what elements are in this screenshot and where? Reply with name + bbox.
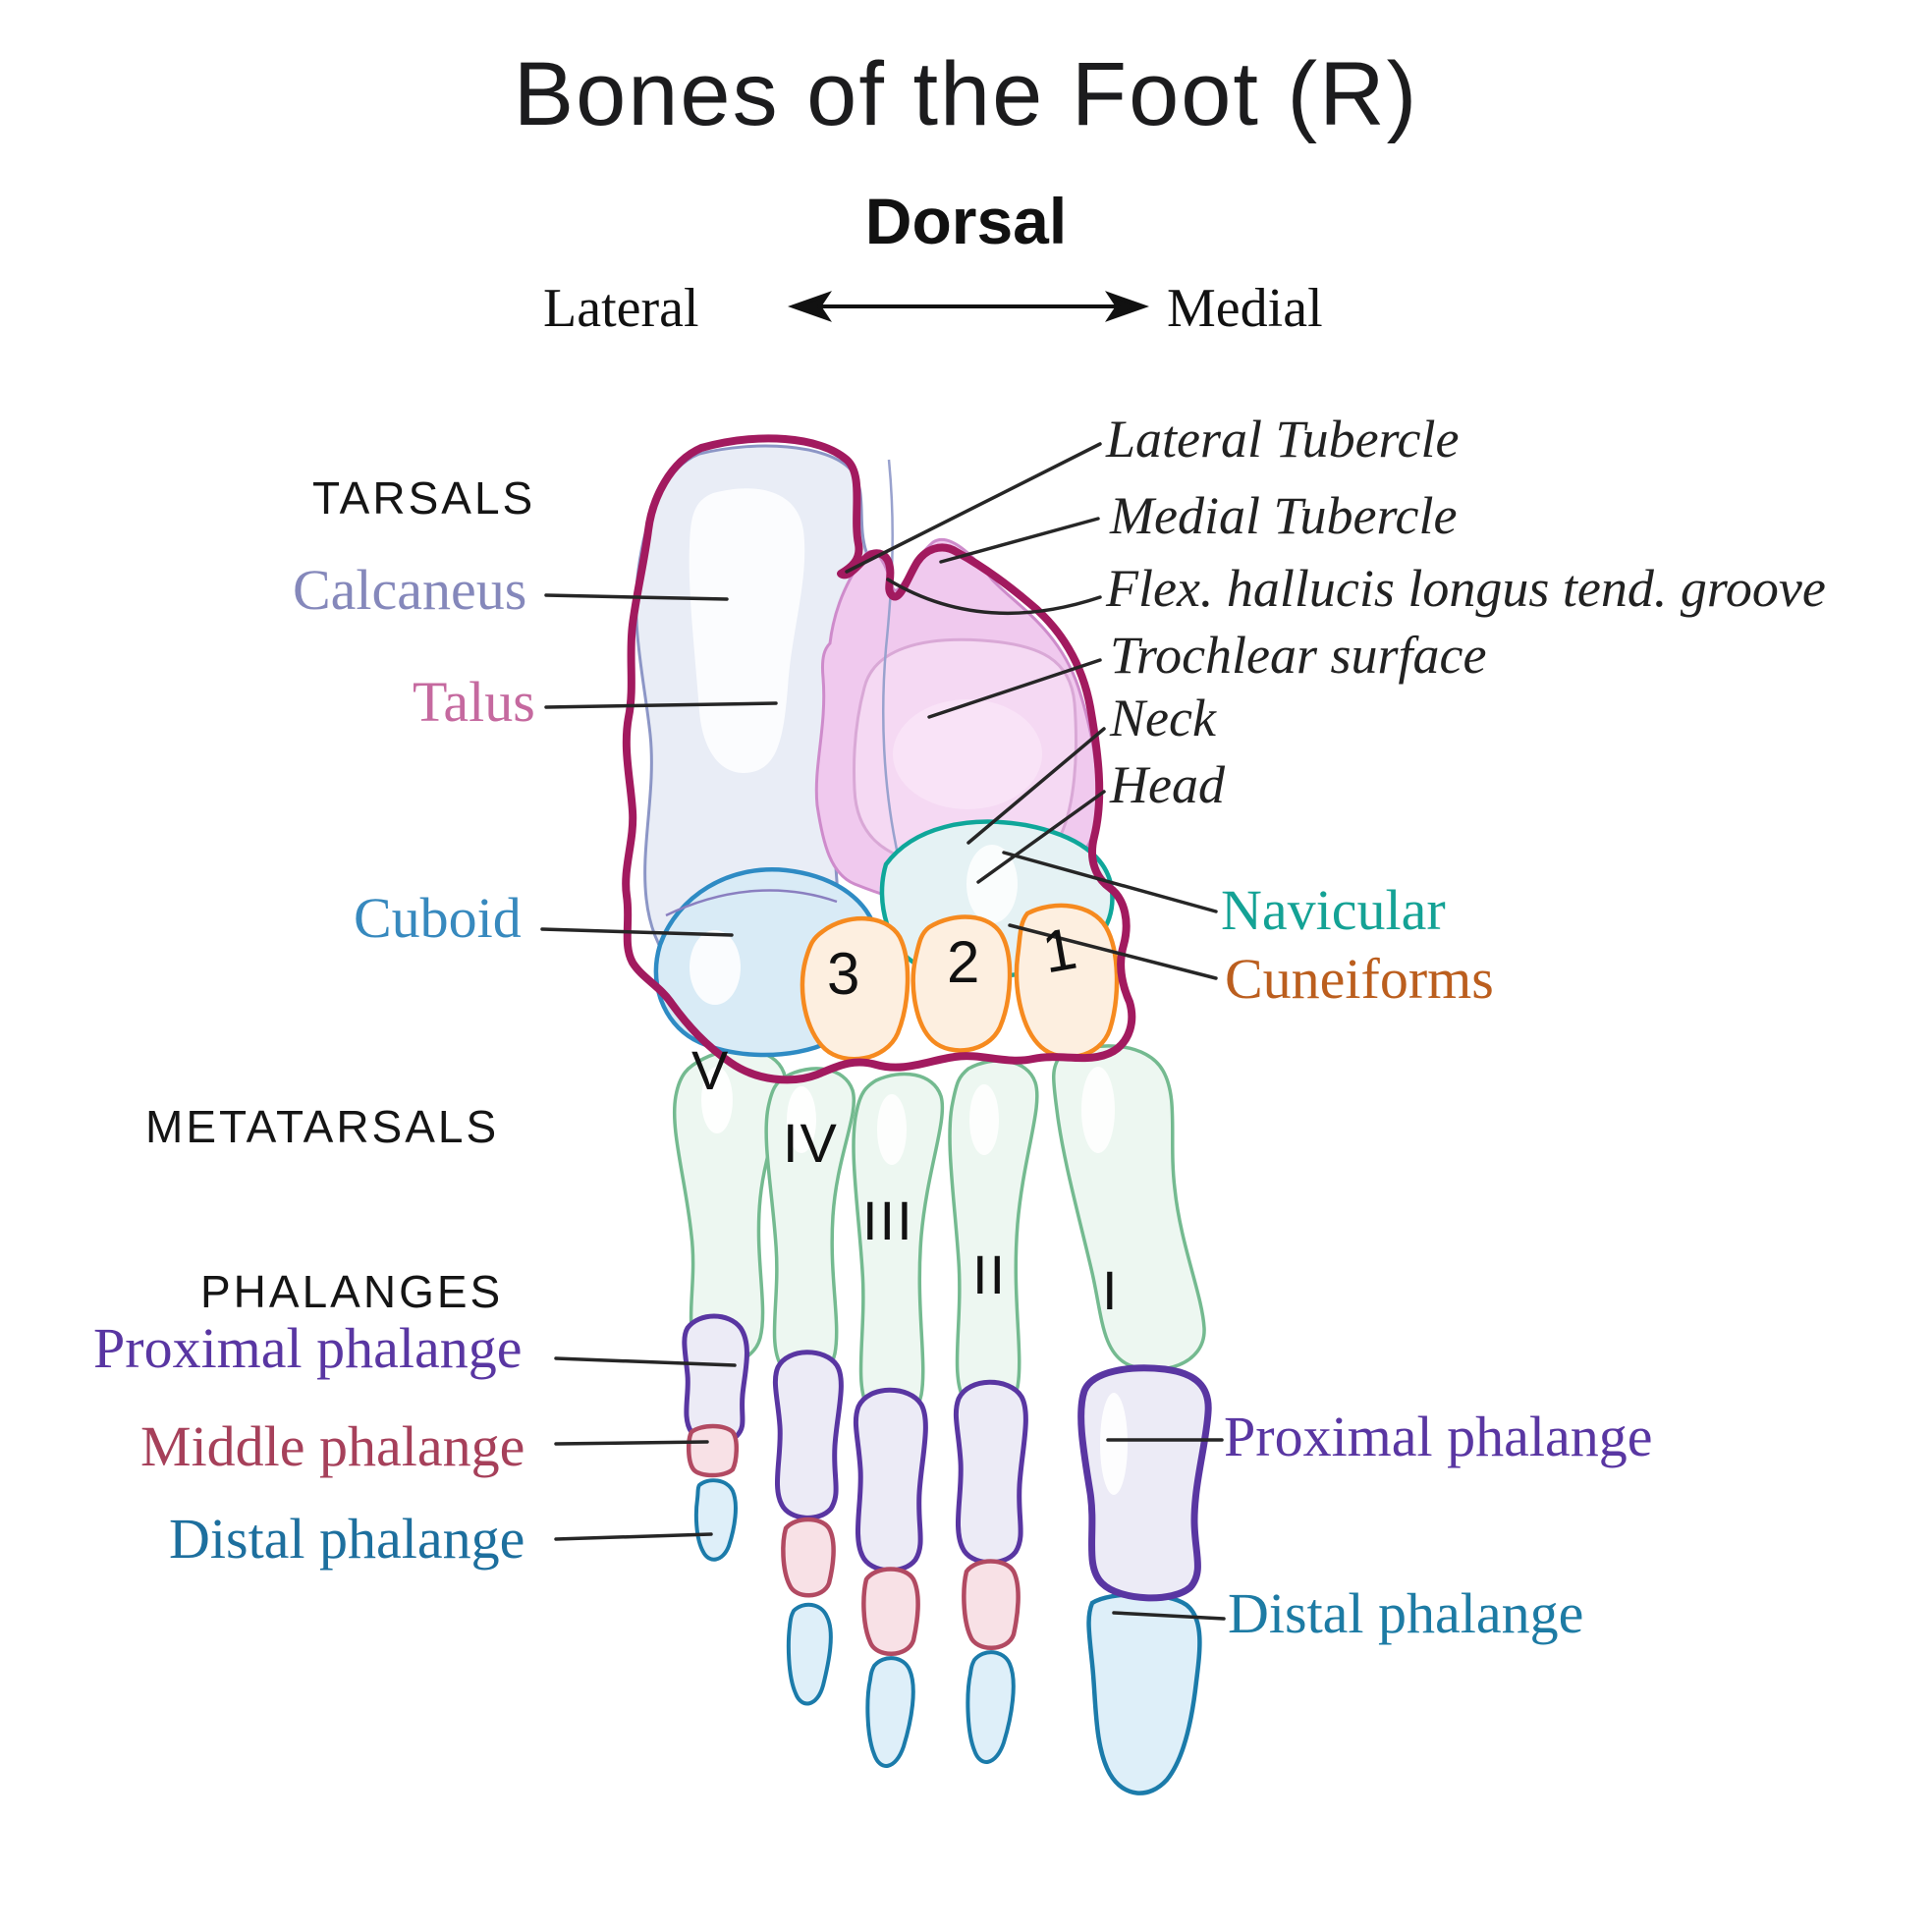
metatarsal-I-bone <box>1052 1044 1206 1372</box>
calcaneus-leader-line <box>544 593 729 601</box>
cuneiform-2-bone <box>911 914 1013 1053</box>
cuneiform-3-number: 3 <box>827 941 860 1007</box>
cuneiform-1-bone <box>1014 903 1120 1060</box>
proximal-phalanx-V-bone <box>682 1313 749 1445</box>
distal-phalanx-II-bone <box>966 1650 1016 1764</box>
cuboid-label: Cuboid <box>354 886 522 950</box>
hallux-proximal-phalanx-bone <box>1077 1364 1212 1602</box>
lateral-tubercle-label: Lateral Tubercle <box>1106 410 1460 469</box>
orientation-medial-label: Medial <box>1167 278 1323 339</box>
flexor-groove-leader-line <box>886 578 1102 615</box>
proximal-left-leader-line <box>554 1356 737 1367</box>
metatarsal-III-number: III <box>862 1189 914 1251</box>
lateral-tubercle-leader-line <box>845 442 1102 574</box>
distal-phalange-right-label: Distal phalange <box>1228 1581 1584 1645</box>
distal-phalanx-IV-bone <box>786 1602 833 1706</box>
section-heading-phalanges: PHALANGES <box>200 1266 504 1317</box>
lateral-medial-arrow <box>787 291 1150 322</box>
distal-phalanx-V-bone <box>693 1478 738 1562</box>
middle-phalanx-V-bone <box>687 1423 739 1478</box>
tarsal-group-outline <box>622 434 1136 1084</box>
section-heading-metatarsals: METATARSALS <box>145 1101 500 1152</box>
middle-phalanx-II-bone <box>962 1559 1021 1650</box>
talus-leader-line <box>544 701 778 709</box>
hallux-phalanges <box>1077 1364 1212 1795</box>
talus-bone <box>814 459 1100 919</box>
metatarsal-IV-number: IV <box>783 1112 839 1174</box>
medial-tubercle-label: Medial Tubercle <box>1110 486 1458 545</box>
distal-right-leader-line <box>1112 1611 1226 1621</box>
neck-leader-line <box>966 727 1106 845</box>
middle-phalange-label: Middle phalange <box>140 1414 525 1478</box>
metatarsal-II-number: II <box>972 1243 1008 1305</box>
distal-left-leader-line <box>554 1532 713 1541</box>
page-title: Bones of the Foot (R) <box>513 44 1419 144</box>
cuneiform-bones <box>800 903 1120 1062</box>
proximal-phalange-right-label: Proximal phalange <box>1224 1405 1653 1468</box>
head-leader-line <box>976 790 1106 884</box>
distal-phalanx-III-bone <box>865 1656 915 1768</box>
distal-phalange-left-label: Distal phalange <box>169 1507 525 1571</box>
proximal-phalange-left-label: Proximal phalange <box>93 1316 523 1380</box>
metatarsal-V-number: V <box>691 1039 731 1101</box>
flexor-groove-label: Flex. hallucis longus tend. groove <box>1106 559 1826 618</box>
proximal-phalanx-IV-bone <box>772 1350 844 1520</box>
orientation-lateral-label: Lateral <box>543 278 699 339</box>
hallux-distal-phalanx-bone <box>1086 1592 1202 1795</box>
trochlear-leader-line <box>927 658 1102 719</box>
proximal-phalanx-III-bone <box>853 1387 928 1573</box>
neck-label: Neck <box>1110 689 1216 747</box>
proximal-phalanx-II-bone <box>953 1379 1028 1566</box>
cuneiforms-leader-line <box>1008 923 1218 980</box>
navicular-leader-line <box>1002 851 1218 913</box>
cuneiforms-label: Cuneiforms <box>1225 947 1494 1011</box>
cuboid-leader-line <box>540 927 734 937</box>
middle-left-leader-line <box>554 1440 709 1446</box>
cuneiform-2-number: 2 <box>947 929 980 995</box>
middle-phalanx-III-bone <box>861 1567 920 1656</box>
lesser-toe-phalanges <box>682 1313 1028 1768</box>
metatarsal-bones <box>672 1044 1206 1423</box>
view-subtitle: Dorsal <box>864 185 1068 257</box>
cuneiform-3-bone <box>800 916 911 1062</box>
medial-tubercle-leader-line <box>939 517 1100 564</box>
calcaneus-label: Calcaneus <box>293 558 527 622</box>
head-label: Head <box>1110 755 1225 814</box>
trochlear-surface-label: Trochlear surface <box>1110 626 1487 685</box>
navicular-label: Navicular <box>1221 878 1446 942</box>
middle-phalanx-IV-bone <box>781 1517 836 1598</box>
talus-label: Talus <box>413 670 535 734</box>
leader-lines <box>540 442 1226 1621</box>
section-heading-tarsals: TARSALS <box>312 472 536 524</box>
metatarsal-I-number: I <box>1102 1259 1120 1321</box>
